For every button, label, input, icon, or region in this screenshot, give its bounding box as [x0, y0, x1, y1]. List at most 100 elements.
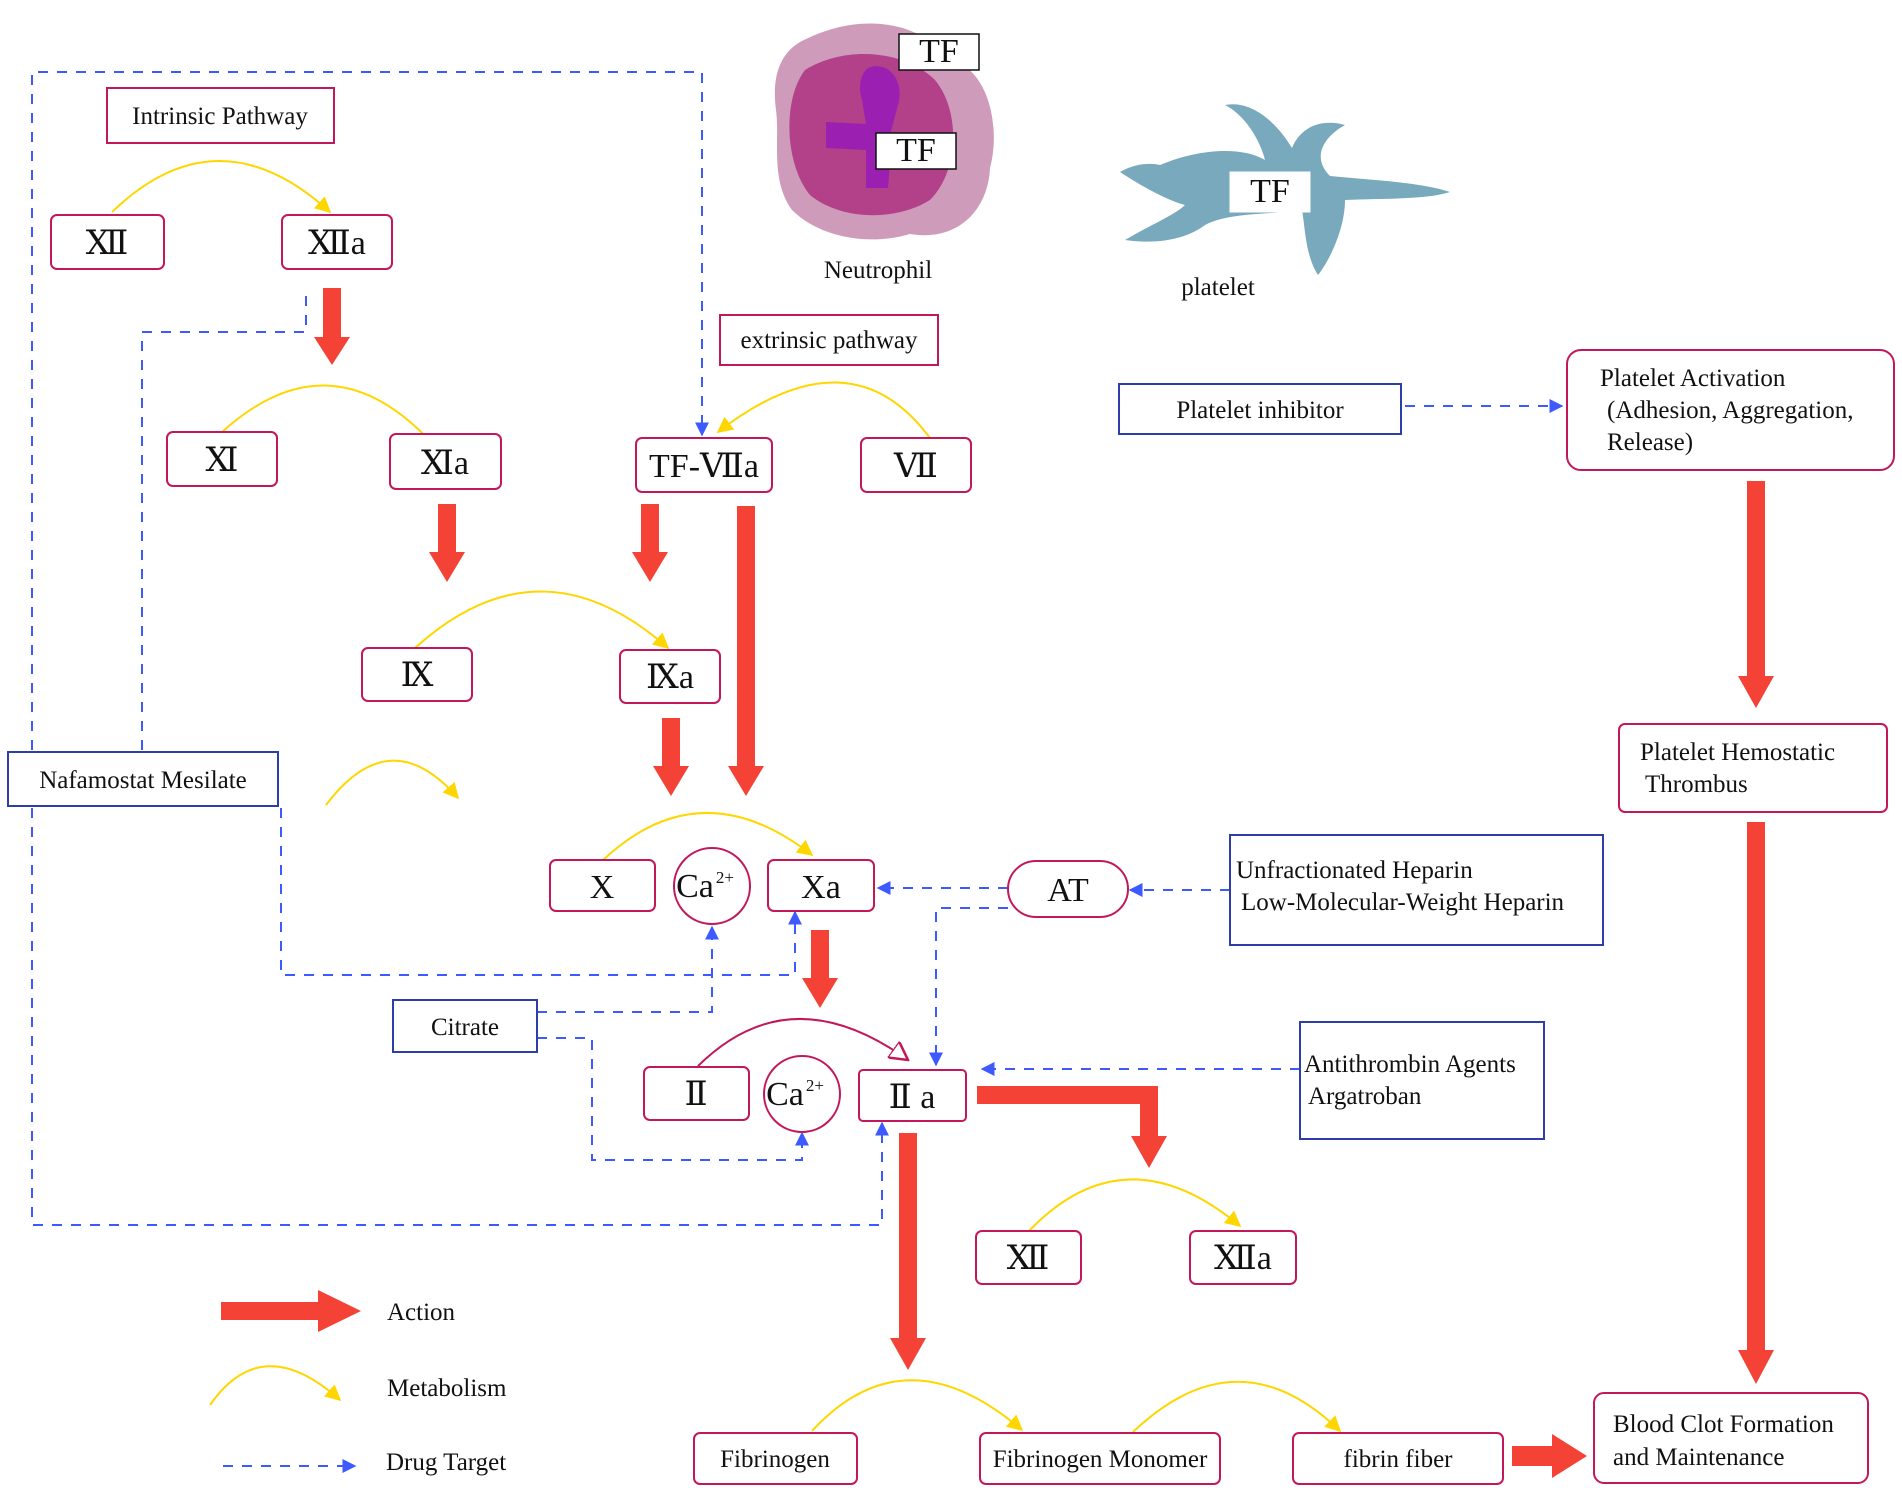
fibrinogen-monomer-box: [979, 1432, 1221, 1485]
factor-ii-label: Ⅱ: [684, 1076, 707, 1113]
neutrophil-cell: TF TF Neutrophil: [774, 23, 994, 284]
fibrin-fiber-box: [1292, 1432, 1504, 1485]
at-box: [1007, 860, 1129, 918]
extrinsic-pathway-label: extrinsic pathway: [740, 327, 918, 354]
blood-clot-label-1: Blood Clot Formation: [1613, 1411, 1834, 1438]
action-arrow-thrombus-clot: [1738, 822, 1774, 1384]
metabolism-ix-ixa: [414, 590, 670, 650]
drug-boxes: Nafamostat Mesilate Citrate AT Unfractio…: [7, 383, 1604, 1140]
action-arrow-iia-fibrinogen: [890, 1133, 926, 1370]
factor-xia-box: [389, 433, 502, 490]
metabolism-xii-xiia: [111, 160, 332, 214]
calcium-circle-1: [673, 847, 751, 925]
platelet-activation-label-2: (Adhesion, Aggregation,: [1607, 397, 1853, 424]
nafamostat-box: [7, 751, 279, 807]
legend-drug-target-label: Drug Target: [386, 1449, 506, 1476]
action-arrow-xia-ix: [429, 504, 465, 582]
nafamostat-to-iia-line: [31, 808, 889, 1226]
neutrophil-label: Neutrophil: [824, 257, 932, 284]
citrate-to-ca2-line: [537, 1037, 809, 1161]
drug-target-lines: [31, 71, 1564, 1226]
citrate-label: Citrate: [431, 1014, 499, 1041]
factor-xiia-lower-label: Ⅻa: [1214, 1240, 1272, 1277]
fibrinogen-label: Fibrinogen: [720, 1446, 830, 1473]
antithrombin-label-2: Argatroban: [1308, 1083, 1422, 1110]
action-arrow-ixa-xa: [653, 718, 689, 796]
action-arrow-xa-iia: [802, 930, 838, 1008]
platelet-activation-label-1: Platelet Activation: [1600, 365, 1786, 392]
metabolism-x-xa: [601, 812, 814, 862]
metabolism-unlabeled-arc: [325, 759, 460, 806]
neutrophil-tf-label-2: TF: [896, 132, 936, 169]
citrate-to-ca1-line: [537, 925, 719, 1013]
platelet-activation-label-3: Release): [1607, 429, 1693, 456]
platelet-label: platelet: [1181, 274, 1255, 301]
nafamostat-to-xa-ca-line: [280, 808, 802, 976]
action-arrows: [314, 288, 1774, 1478]
neutrophil-tf-box-1: [898, 33, 980, 71]
legend-metabolism-arc: [209, 1365, 342, 1406]
antithrombin-box: [1299, 1021, 1545, 1140]
calcium-sup-1: 2+: [716, 868, 734, 887]
factor-ii-box: [643, 1066, 750, 1121]
metabolism-xi-xia: [221, 384, 442, 454]
platelet-pathway: Platelet Activation (Adhesion, Aggregati…: [1566, 349, 1895, 1484]
legend-action-arrow: [221, 1290, 361, 1332]
neutrophil-tf-label-1: TF: [919, 33, 959, 70]
nafamostat-label: Nafamostat Mesilate: [39, 767, 247, 794]
metabolism-xii-xiia-lower: [1027, 1178, 1242, 1233]
heparin-label-2: Low-Molecular-Weight Heparin: [1241, 889, 1565, 916]
platelet-thrombus-label-2: Thrombus: [1645, 771, 1748, 798]
legend-metabolism-label: Metabolism: [387, 1375, 507, 1402]
action-arrow-tfviia-xa: [728, 506, 764, 796]
factor-xiia-label: Ⅻa: [308, 225, 366, 262]
intrinsic-pathway-label: Intrinsic Pathway: [132, 103, 308, 130]
nafamostat-to-tf-viia-line: [31, 71, 709, 750]
calcium-sup-2: 2+: [806, 1076, 824, 1095]
action-arrow-fibrin-clot: [1512, 1434, 1587, 1478]
factor-tf-viia-label: TF-Ⅶa: [649, 448, 759, 485]
conversion-arrow-ii-iia: [697, 1018, 908, 1067]
platelet-thrombus-box: [1618, 723, 1888, 813]
fibrinogen-box: [693, 1432, 858, 1485]
action-arrow-xiia-xi: [314, 288, 350, 365]
factor-xii-box: [50, 214, 165, 270]
factor-vii-box: [860, 437, 972, 493]
blood-clot-box: [1593, 1392, 1869, 1484]
at-label: AT: [1047, 872, 1089, 909]
calcium-circle-2: [763, 1055, 841, 1133]
factor-xia-label: Ⅺa: [421, 445, 469, 482]
platelet-tf-label: TF: [1250, 173, 1290, 210]
metabolism-vii-tfviia: [716, 381, 931, 439]
action-arrow-activation-thrombus: [1738, 481, 1774, 708]
factor-ix-label: Ⅸ: [401, 657, 434, 694]
action-arrow-tfviia-ix: [632, 504, 668, 582]
factor-xii-lower-label: Ⅻ: [1007, 1240, 1050, 1277]
fibrin-fiber-label: fibrin fiber: [1344, 1446, 1454, 1473]
antithrombin-label-1: Antithrombin Agents: [1304, 1051, 1516, 1078]
at-to-iia-line: [929, 907, 1008, 1067]
factor-xa-box: [767, 859, 875, 912]
factor-xiia-lower-box: [1189, 1230, 1297, 1285]
factor-x-label: X: [590, 869, 615, 906]
platelet-inhibitor-box: [1118, 383, 1402, 435]
factor-x-box: [549, 859, 656, 912]
factor-xii-label: Ⅻ: [86, 225, 129, 262]
legend: Action Metabolism Drug Target: [209, 1290, 507, 1476]
metabolism-arcs: [111, 160, 1342, 1433]
platelet-cell: TF platelet: [1120, 104, 1450, 301]
action-arrow-iia-xiia: [977, 1086, 1167, 1168]
heparin-label-1: Unfractionated Heparin: [1236, 857, 1473, 884]
factor-tf-viia-box: [635, 437, 773, 493]
nafamostat-to-xiia-line: [141, 290, 307, 750]
neutrophil-tf-box-2: [875, 132, 957, 170]
blood-clot-label-2: and Maintenance: [1613, 1444, 1784, 1471]
factor-ixa-box: [619, 649, 721, 704]
metabolism-fibrinogen-monomer: [811, 1379, 1024, 1432]
factor-iia-label: Ⅱ a: [889, 1079, 936, 1116]
citrate-box: [392, 999, 538, 1053]
